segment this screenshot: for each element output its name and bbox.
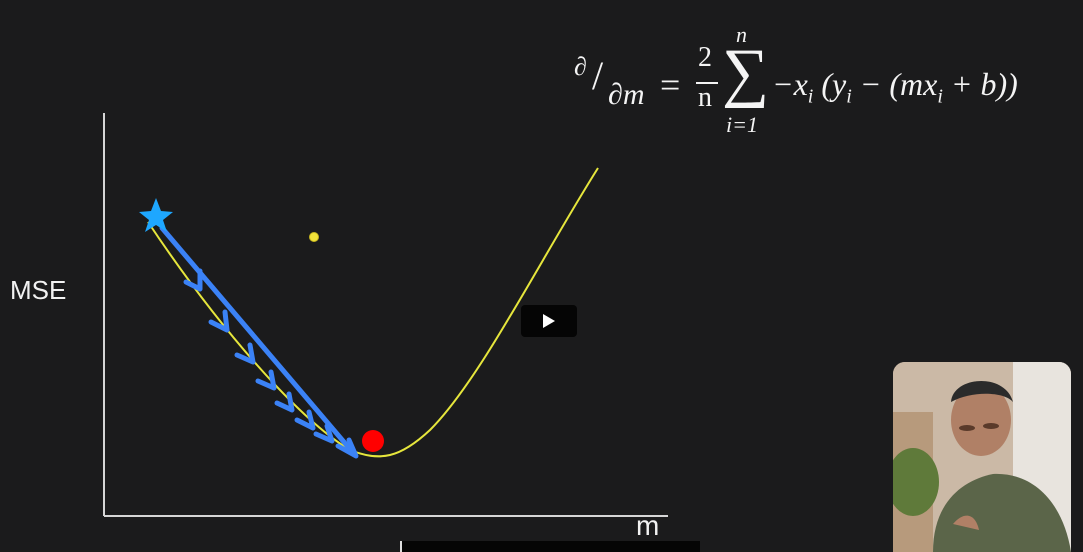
descent-arrows: [159, 225, 359, 459]
arrow-head-2: [208, 309, 230, 333]
arrow-head-3: [234, 342, 256, 365]
arrow-head-6: [294, 409, 316, 431]
sum-body: −xi (yi − (mxi + b)): [772, 66, 1018, 108]
caption-bar: [400, 541, 700, 552]
fraction-bar: [696, 82, 718, 84]
descent-path: [159, 225, 358, 458]
play-icon: [543, 314, 555, 328]
arrow-head-7: [313, 423, 335, 444]
x-axis-label: m: [636, 510, 660, 541]
play-button[interactable]: [521, 305, 577, 337]
presenter-video-icon: [893, 362, 1071, 552]
summation-symbol: ∑: [722, 36, 770, 109]
sum-lower-limit: i=1: [726, 112, 758, 137]
fraction-numerator: 2: [698, 42, 712, 73]
partial-denominator: ∂m: [608, 78, 645, 111]
arrow-head-1: [183, 268, 203, 292]
arrow-head-5: [274, 391, 295, 413]
sum-upper-limit: n: [736, 22, 747, 47]
arrow-head-8: [335, 437, 359, 459]
loss-curve: [147, 167, 599, 458]
partial-numerator: ∂: [574, 52, 587, 81]
small-point: [309, 232, 319, 242]
arrow-head-4: [255, 369, 277, 391]
fraction-denominator: n: [698, 82, 712, 113]
y-axis-label: MSE: [10, 275, 67, 305]
gradient-formula: ∂ / ∂m = 2 n n ∑ i=1 −xi (yi − (mxi + b)…: [570, 22, 1080, 142]
minimum-point: [362, 430, 384, 452]
start-star-icon: [139, 198, 173, 232]
fraction-slash: /: [592, 53, 604, 98]
webcam-overlay: [893, 362, 1071, 552]
equals-sign: =: [660, 65, 681, 105]
